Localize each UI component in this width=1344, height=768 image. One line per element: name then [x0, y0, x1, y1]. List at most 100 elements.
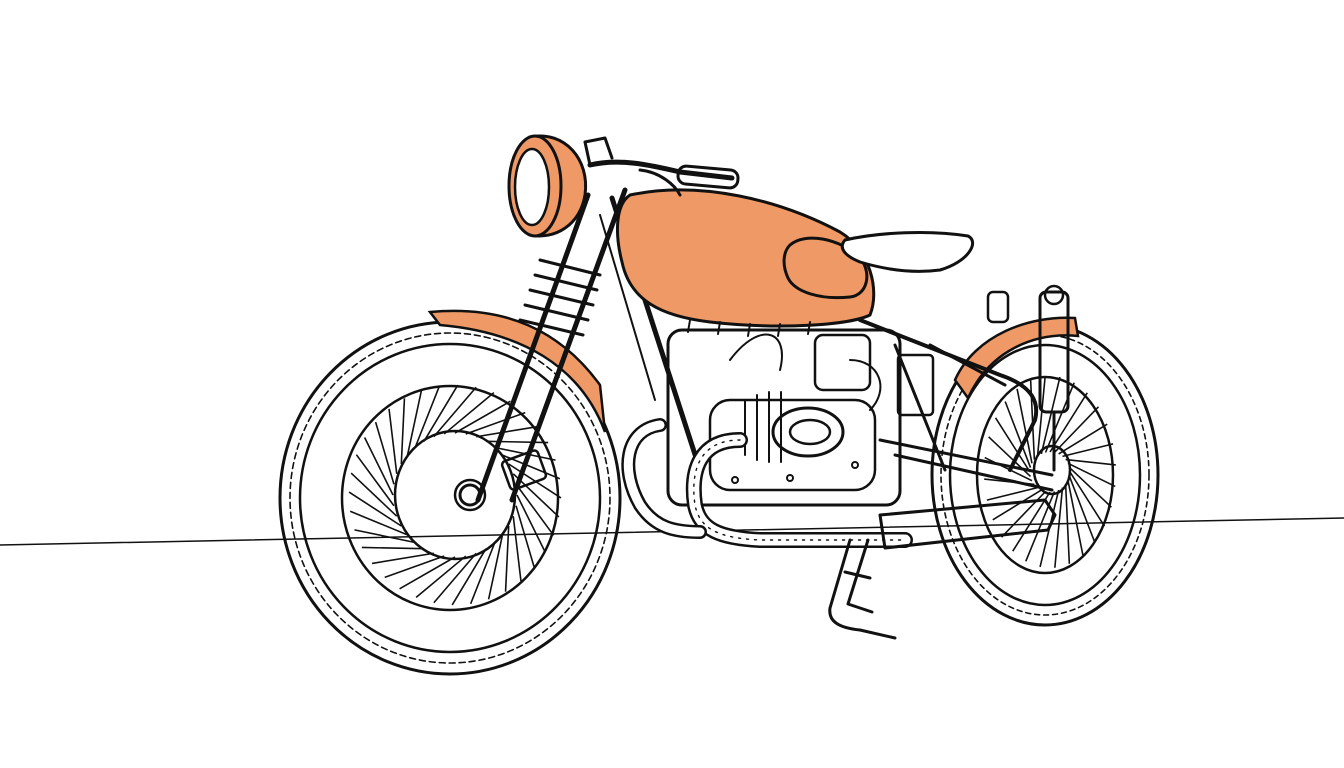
brake-lever [638, 168, 682, 197]
spoke [1025, 491, 1056, 562]
spoke [512, 516, 522, 582]
front-hub [453, 478, 487, 512]
engine-cylinder-fins [744, 391, 782, 463]
fork-bracket [500, 449, 548, 491]
rear-shock-mount [1043, 284, 1065, 306]
engine-bolt [731, 476, 739, 484]
engine-head-cover [788, 418, 832, 446]
engine-bolt [786, 474, 794, 482]
spoke [1040, 376, 1061, 455]
spoke [1004, 401, 1032, 468]
spoke [1012, 491, 1051, 552]
spoke [433, 552, 477, 604]
front-fender [427, 309, 607, 433]
spoke [415, 555, 467, 598]
front-spokes [348, 384, 562, 606]
spoke [515, 483, 555, 536]
frame-swingarm [878, 438, 1054, 492]
front-tire-tread [289, 332, 611, 664]
battery-box [896, 353, 935, 417]
spoke [1069, 471, 1106, 527]
spoke [355, 454, 395, 507]
spoke [1053, 406, 1100, 454]
spoke [348, 491, 402, 527]
fork-axle [458, 483, 482, 507]
fork-spring [518, 258, 602, 337]
spoke [476, 425, 539, 438]
spoke [1054, 487, 1064, 568]
spoke [451, 548, 487, 606]
spoke [371, 552, 434, 565]
spoke [1067, 480, 1084, 556]
engine [666, 328, 935, 507]
taillight-post [986, 290, 1010, 324]
kickstand [828, 538, 897, 640]
spoke [363, 437, 394, 496]
fork-tube-right [509, 187, 628, 503]
spoke [399, 556, 456, 590]
engine-cylinder-head [771, 406, 845, 458]
spoke [384, 555, 445, 579]
spoke [1036, 376, 1046, 457]
spoke [485, 440, 549, 444]
fork-tube-left [475, 192, 591, 503]
spoke [469, 542, 496, 605]
front-fork [458, 187, 628, 507]
spoke [992, 489, 1042, 521]
spoke [487, 534, 504, 600]
mirror-stem [583, 136, 614, 167]
spoke [406, 390, 423, 456]
seat [840, 231, 975, 273]
spoke [1065, 458, 1116, 466]
tank-bolts [687, 319, 811, 337]
exhaust-front-pipe-fill [623, 420, 705, 537]
exhaust-header-pipe-fill [688, 434, 911, 546]
fuel-tank [616, 188, 876, 328]
spoke [504, 525, 510, 592]
rear-spokes [984, 376, 1116, 568]
spoke [423, 384, 459, 442]
frame-downtube-inner [599, 214, 656, 401]
rear-fender [953, 316, 1080, 401]
spoke [994, 417, 1031, 473]
spoke [433, 386, 477, 438]
frame-rear-tube [893, 343, 947, 472]
spoke [354, 529, 416, 544]
spoke [374, 421, 395, 485]
spoke [1068, 476, 1096, 543]
front-rim [340, 384, 560, 612]
spoke [1068, 466, 1112, 508]
spoke [465, 411, 526, 435]
spoke [515, 505, 536, 569]
headlight-lens [513, 147, 551, 227]
spoke [400, 398, 406, 465]
spoke [454, 400, 511, 434]
exhaust [621, 418, 1057, 550]
front-tire-inner [298, 342, 602, 654]
exhaust-muffler [878, 498, 1057, 550]
spoke [1062, 443, 1114, 458]
frame-top-rail [858, 318, 1039, 472]
rear-wheel [930, 323, 1160, 627]
rear-tire-inner [948, 343, 1142, 607]
rear-shock [986, 284, 1070, 472]
engine-block [666, 328, 902, 507]
spoke [443, 392, 495, 435]
spoke [361, 546, 425, 550]
spoke [414, 385, 441, 448]
spoke [1016, 388, 1033, 464]
spoke [349, 510, 408, 536]
spoke [1058, 423, 1108, 455]
engine-bolt [851, 461, 859, 469]
handlebar-grip [676, 164, 740, 190]
spoke [1049, 392, 1088, 453]
spoke [1064, 484, 1071, 564]
fuel-tank-kneepad [782, 236, 869, 300]
front-wheel [278, 320, 622, 676]
headlight [507, 134, 588, 238]
spoke [516, 494, 547, 553]
engine-wiring [729, 333, 882, 411]
spoke [350, 472, 398, 517]
spoke [1067, 462, 1116, 488]
